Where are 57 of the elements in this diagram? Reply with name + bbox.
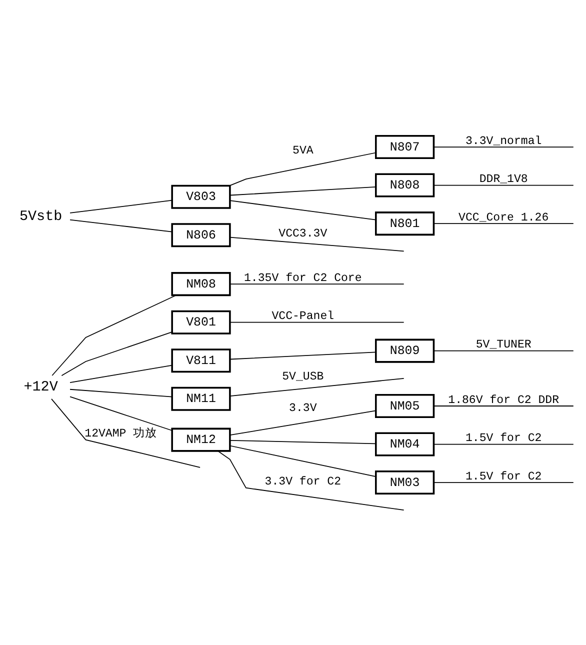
edge-label: 12VAMP 功放 (84, 428, 158, 441)
node-box: N809 (375, 338, 435, 363)
connector (230, 410, 376, 436)
connector (70, 219, 172, 232)
connector (230, 284, 404, 285)
node-box: NM04 (375, 432, 435, 456)
connector (70, 396, 172, 431)
node-box: N808 (375, 173, 435, 198)
connector (433, 444, 574, 445)
connector (433, 146, 574, 148)
edge-label: VCC-Panel (272, 310, 334, 324)
connector (70, 364, 172, 383)
connector (230, 378, 404, 396)
edge-label: VCC3.3V (278, 227, 328, 240)
connector (230, 322, 404, 323)
connector (70, 200, 172, 214)
connector (61, 332, 172, 376)
connector (230, 200, 376, 220)
connector (433, 350, 574, 352)
node-box: NM11 (171, 386, 231, 411)
connector (230, 445, 376, 478)
node-box: N807 (375, 135, 435, 160)
edge-label: DDR_1V8 (479, 173, 528, 186)
edge-label: 3.3V_normal (465, 134, 542, 148)
edge-label: 5VA (292, 144, 314, 158)
node-box: N801 (375, 212, 435, 236)
edge-label: 1.35V for C2 Core (244, 272, 362, 285)
node-box: NM08 (171, 272, 231, 296)
node-box: NM12 (171, 428, 231, 452)
edge-label: 5V_USB (282, 370, 324, 384)
connector (229, 152, 376, 186)
edge-label: 5V_TUNER (476, 338, 532, 352)
node-text: +12V (24, 380, 58, 396)
connector (433, 482, 574, 483)
node-box: N806 (171, 223, 231, 248)
connector (230, 440, 376, 444)
node-box: NM03 (375, 470, 435, 495)
connector (433, 223, 574, 224)
edge-label: 1.5V for C2 (465, 470, 542, 484)
edge-label: VCC_Core 1.26 (458, 211, 549, 224)
connector (70, 388, 172, 398)
edge-label: 3.3V (289, 402, 317, 415)
node-box: NM05 (375, 394, 435, 418)
edge-label: 3.3V for C2 (264, 476, 342, 489)
node-box: V803 (171, 184, 231, 209)
connector (51, 398, 200, 468)
edge-label: 1.86V for C2 DDR (448, 394, 560, 407)
node-box: V801 (171, 310, 231, 334)
connector (230, 352, 376, 360)
connector (230, 236, 404, 252)
connector (230, 186, 376, 196)
node-box: V811 (171, 348, 231, 373)
connector (433, 184, 574, 186)
node-text: 5Vstb (19, 208, 62, 225)
edge-label: 1.5V for C2 (465, 432, 542, 446)
connector (52, 294, 177, 376)
connector (217, 450, 404, 511)
